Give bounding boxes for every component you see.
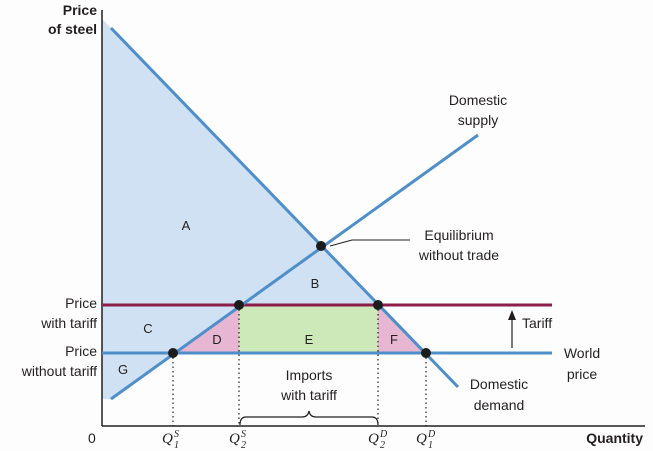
q2s-base: Q [229, 431, 240, 447]
equilibrium-label-line1: Equilibrium [424, 227, 493, 243]
equilibrium-point [316, 241, 326, 251]
world-price-label-line1: World [564, 345, 600, 361]
region-b-label: B [311, 276, 320, 291]
q2d-sup: D [379, 429, 388, 440]
region-f-label: F [390, 332, 398, 347]
q2d-base: Q [368, 431, 379, 447]
y-axis-label-line2: of steel [48, 21, 97, 37]
y-axis-label-line1: Price [63, 2, 97, 18]
region-e-label: E [305, 332, 314, 347]
q2s-tick-label: Q S 2 [229, 429, 246, 451]
tariff-label: Tariff [522, 315, 552, 331]
demand-label-line2: demand [474, 397, 525, 413]
demand-label-line1: Domestic [470, 376, 528, 392]
tariff-arrow-head [508, 310, 516, 320]
q2s-sub: 2 [241, 440, 246, 451]
equilibrium-label-line2: without trade [418, 247, 499, 263]
region-g-label: G [118, 362, 128, 377]
supply-label-line2: supply [458, 112, 498, 128]
q1d-tick-label: Q D 1 [416, 429, 436, 451]
q1d-sup: D [427, 429, 436, 440]
imports-label-line1: Imports [286, 367, 333, 383]
q2s-sup: S [241, 429, 246, 440]
q1s-sub: 1 [174, 440, 179, 451]
demand-at-world-point [421, 348, 431, 358]
tariff-revenue-E [239, 305, 378, 353]
price-without-tariff-line1: Price [65, 343, 97, 359]
region-d-label: D [212, 332, 221, 347]
region-c-label: C [143, 321, 152, 336]
supply-at-tariff-point [234, 300, 244, 310]
q1s-sup: S [174, 429, 179, 440]
region-a-label: A [182, 218, 191, 233]
q1s-tick-label: Q S 1 [162, 429, 179, 451]
equilibrium-pointer [329, 239, 410, 247]
q2d-tick-label: Q D 2 [368, 429, 388, 451]
supply-label-line1: Domestic [449, 92, 507, 108]
supply-at-world-point [168, 348, 178, 358]
consumer-surplus-region-G [102, 305, 239, 353]
demand-at-tariff-point [373, 300, 383, 310]
origin-label: 0 [88, 430, 96, 446]
x-axis-label: Quantity [586, 430, 643, 446]
price-with-tariff-line1: Price [65, 295, 97, 311]
domestic-demand-curve [109, 26, 460, 389]
imports-label-line2: with tariff [280, 387, 337, 403]
q1d-sub: 1 [428, 440, 433, 451]
q2d-sub: 2 [380, 440, 385, 451]
world-price-label-line2: price [567, 366, 598, 382]
imports-brace [239, 410, 379, 426]
price-with-tariff-line2: with tariff [40, 315, 97, 331]
price-without-tariff-line2: without tariff [21, 363, 97, 379]
q1s-base: Q [162, 431, 173, 447]
consumer-surplus-region-lowG [102, 353, 173, 399]
q1d-base: Q [416, 431, 427, 447]
